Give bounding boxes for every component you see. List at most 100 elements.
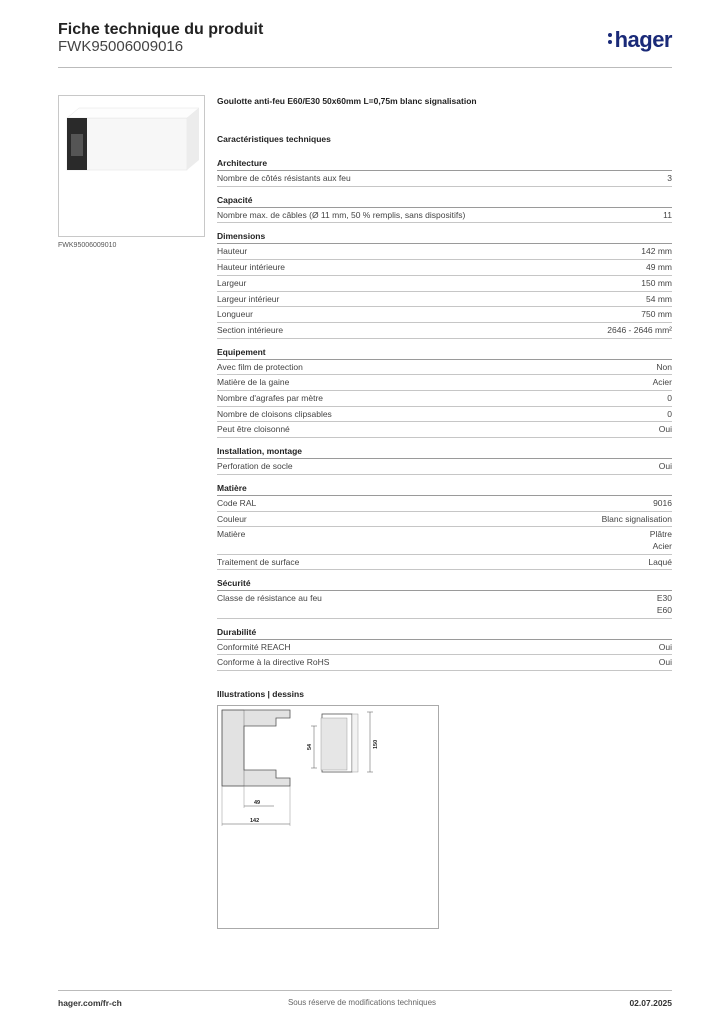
spec-value-line: 750 mm [641, 309, 672, 320]
dim-outer-width: 142 [250, 818, 259, 824]
spec-label: Couleur [217, 513, 247, 524]
spec-row: Code RAL 9016 [217, 496, 672, 512]
header-divider [58, 67, 672, 68]
illustrations-title: Illustrations | dessins [217, 689, 304, 700]
spec-value: 750 mm [641, 309, 672, 321]
spec-row: Largeur intérieur 54 mm [217, 292, 672, 308]
spec-label: Conformité REACH [217, 641, 291, 652]
spec-value-line: Oui [658, 424, 672, 435]
spec-row: Traitement de surface Laqué [217, 555, 672, 571]
spec-row: Couleur Blanc signalisation [217, 512, 672, 528]
spec-value: 0 [667, 409, 672, 421]
spec-label: Nombre de côtés résistants aux feu [217, 173, 351, 183]
technical-drawing: 54 150 49 142 [217, 705, 439, 930]
spec-label: Traitement de surface [217, 556, 300, 567]
spec-value-line: Oui [658, 461, 672, 472]
spec-label: Avec film de protection [217, 361, 303, 372]
spec-value-line: Blanc signalisation [601, 513, 672, 524]
dim-inner-height: 54 [307, 743, 313, 750]
spec-row: Avec film de protection Non [217, 360, 672, 376]
dim-outer-height: 150 [373, 740, 379, 749]
spec-value: Non [656, 362, 672, 374]
section-title: Architecture [217, 158, 672, 171]
spec-value-line: 54 mm [646, 293, 672, 304]
spec-label: Largeur intérieur [217, 293, 280, 304]
spec-value: 150 mm [641, 278, 672, 290]
spec-value-line: E30 [656, 593, 672, 604]
spec-value-line: Acier [652, 377, 672, 388]
spec-value: Oui [659, 424, 672, 436]
spec-label: Classe de résistance au feu [217, 593, 322, 604]
spec-row: Hauteur 142 mm [217, 244, 672, 261]
profile-drawing-icon: 54 150 49 142 [221, 709, 379, 827]
dim-inner-width: 49 [254, 800, 260, 806]
section-title: Matière [217, 483, 672, 496]
spec-row: Largeur 150 mm [217, 276, 672, 292]
spec-value: Oui [659, 657, 672, 669]
spec-row: Nombre de côtés résistants aux feu 3 [217, 171, 672, 187]
spec-value-line: 142 mm [641, 246, 672, 257]
section-title: Durabilité [217, 627, 672, 640]
spec-value-line: Plâtre [649, 529, 672, 540]
section-title: Sécurité [217, 578, 672, 592]
spec-value: 11 [663, 210, 672, 222]
spec-value-line: 11 [663, 209, 672, 220]
spec-label: Peut être cloisonné [217, 424, 290, 435]
footer-disclaimer: Sous réserve de modifications techniques [287, 998, 437, 1007]
section-title: Dimensions [217, 231, 672, 245]
spec-value-line: 3 [667, 173, 672, 183]
page-title: Fiche technique du produit [58, 21, 264, 38]
spec-label: Code RAL [217, 497, 257, 508]
spec-value-line: 9016 [653, 497, 672, 508]
spec-row: Section intérieure 2646 - 2646 mm² [217, 323, 672, 339]
spec-value-line: 49 mm [646, 262, 672, 273]
product-title: Goulotte anti-feu E60/E30 50x60mm L=0,75… [217, 96, 477, 106]
spec-value: 9016 [653, 498, 672, 510]
spec-label: Matière de la gaine [217, 377, 290, 388]
spec-row: Nombre de cloisons clipsables 0 [217, 407, 672, 423]
spec-value-line: Non [656, 361, 672, 372]
spec-value: Oui [659, 642, 672, 654]
section-title: Installation, montage [217, 446, 672, 460]
spec-label: Nombre de cloisons clipsables [217, 408, 332, 419]
spec-value-line: Laqué [648, 556, 672, 567]
spec-value-line: 2646 - 2646 mm² [607, 324, 672, 335]
spec-value: Oui [659, 461, 672, 473]
spec-label: Largeur [217, 277, 247, 288]
product-thumbnail [58, 95, 205, 237]
spec-label: Section intérieure [217, 324, 284, 335]
spec-row: Peut être cloisonné Oui [217, 422, 672, 439]
characteristics-title: Caractéristiques techniques [217, 134, 331, 144]
logo-dots-icon [607, 30, 613, 47]
spec-value-line: 0 [667, 408, 672, 419]
hager-logo: hager [607, 27, 673, 53]
spec-label: Longueur [217, 309, 253, 320]
spec-label: Conforme à la directive RoHS [217, 657, 330, 668]
main-content: Goulotte anti-feu E60/E30 50x60mm L=0,75… [217, 96, 672, 930]
spec-value: Acier [653, 377, 672, 389]
spec-value: Laqué [648, 557, 672, 569]
spec-label: Matière [217, 529, 246, 540]
spec-label: Perforation de socle [217, 461, 293, 472]
spec-row: Conformité REACH Oui [217, 640, 672, 656]
spec-value: 49 mm [646, 262, 672, 274]
spec-label: Hauteur [217, 246, 248, 257]
spec-value-line: Oui [658, 641, 672, 652]
footer-website: hager.com/fr-ch [58, 998, 122, 1008]
spec-value: Blanc signalisation [602, 514, 672, 526]
spec-row: Longueur 750 mm [217, 307, 672, 323]
